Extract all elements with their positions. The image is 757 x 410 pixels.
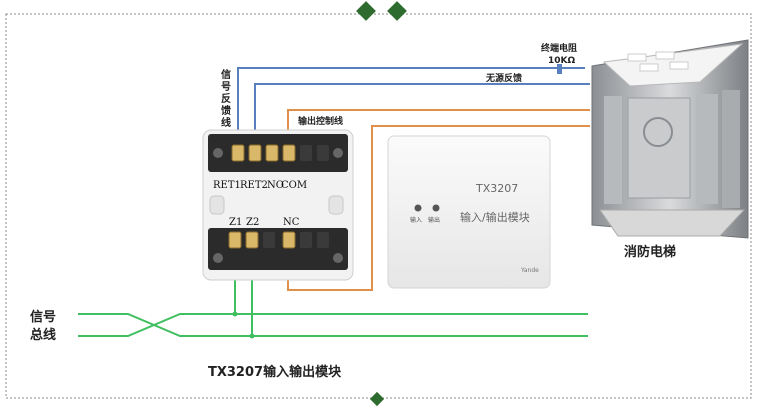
diamond-ornament-bottom: [369, 391, 385, 407]
signal-feedback-char: 信: [221, 68, 231, 81]
signal-bus-label-line2: 总线: [30, 327, 56, 343]
passive-feedback-label: 无源反馈: [485, 72, 522, 84]
module-face-text: TX3207 输入 输出 输入/输出模块 Yande: [410, 182, 539, 274]
signal-feedback-char: 馈: [220, 104, 231, 117]
top-terminal-labels: RET1 RET2 NO COM: [213, 180, 307, 191]
module-brand: Yande: [520, 267, 539, 274]
fire-elevator-label: 消防电梯: [624, 244, 676, 260]
signal-bus-label-line1: 信号: [30, 309, 56, 325]
terminal-label-com: COM: [281, 180, 307, 191]
signal-feedback-char: 线: [221, 116, 231, 129]
terminal-label-z1: Z1: [229, 217, 242, 228]
terminal-label-z2: Z2: [246, 217, 259, 228]
indicator-input-label: 输入: [410, 216, 422, 224]
diamond-ornament-top: [356, 1, 407, 21]
resistor-value-label: 10KΩ: [548, 56, 575, 66]
terminal-base: [202, 129, 354, 281]
terminal-resistor-mark: [557, 64, 562, 74]
output-control-line-label: 输出控制线: [298, 115, 343, 127]
module-caption: TX3207输入输出模块: [208, 364, 342, 380]
terminal-label-no: NO: [267, 180, 284, 191]
bus-junction-z1: [232, 311, 238, 317]
terminal-label-ret2: RET2: [240, 180, 268, 191]
signal-feedback-char: 反: [221, 92, 231, 105]
terminal-label-nc: NC: [283, 217, 300, 228]
signal-feedback-label: 信 号 反 馈 线: [220, 68, 231, 129]
fire-elevator-image: [591, 39, 749, 239]
terminal-label-ret1: RET1: [213, 180, 241, 191]
terminal-resistor-label: 终端电阻: [540, 42, 577, 54]
module-face: [387, 135, 551, 289]
module-model: TX3207: [475, 182, 518, 195]
bottom-terminal-labels: Z1 Z2 NC: [229, 217, 300, 228]
module-function-text: 输入/输出模块: [460, 210, 530, 224]
bus-junction-z2: [249, 333, 255, 339]
indicator-output-label: 输出: [428, 216, 440, 224]
signal-feedback-char: 号: [221, 81, 231, 93]
